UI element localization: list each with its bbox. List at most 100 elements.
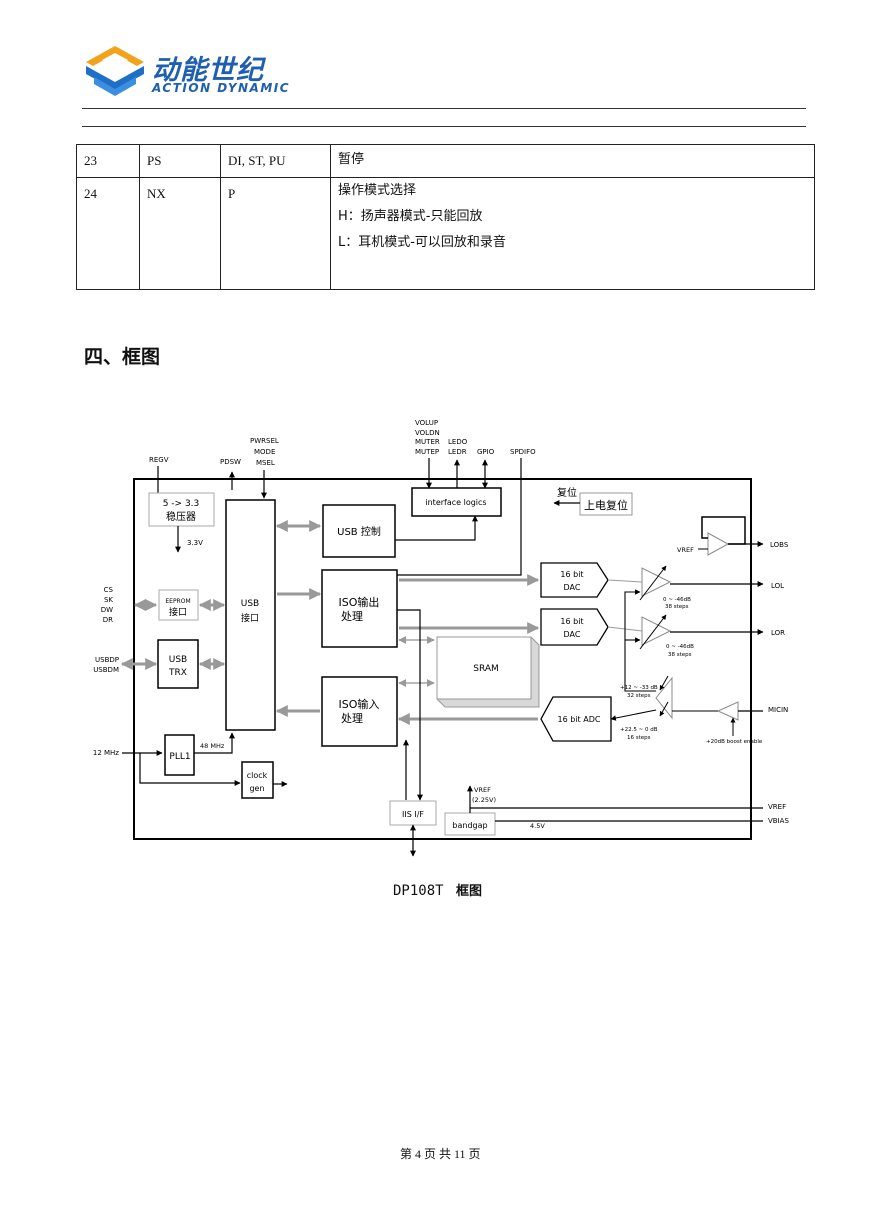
lol-gain-label-1: 0 ~ -46dB — [663, 597, 691, 603]
pin-label-micin: MICIN — [768, 706, 788, 714]
pin-label-ledr: LEDR — [448, 448, 467, 456]
clock-gen-label-1: clock — [247, 771, 268, 780]
pin-label-mode: MODE — [254, 448, 275, 456]
pin-label-gpio: GPIO — [477, 448, 495, 456]
iis-interface-label: IIS I/F — [402, 810, 424, 819]
pin-label-cs: CS — [104, 586, 114, 594]
description-line: L：耳机模式-可以回放和录音 — [338, 235, 506, 250]
pin-label-vref: VREF — [768, 803, 786, 811]
iso-output-label-2: 处理 — [341, 610, 363, 623]
pin-label-pwrsel: PWRSEL — [250, 437, 279, 445]
pin-label-spdifo: SPDIFO — [510, 448, 536, 456]
adc-block — [540, 696, 612, 742]
caption-text: 框图 — [456, 884, 483, 899]
usb-interface-block — [225, 499, 276, 731]
dac1-block — [540, 562, 609, 598]
usb-trx-block — [157, 639, 199, 689]
record-gain-label-2: 32 steps — [627, 693, 651, 699]
vref-out-label-2: (2.25V) — [472, 796, 496, 804]
pll-label: PLL1 — [169, 752, 190, 762]
dac1-label-1: 16 bit — [560, 570, 583, 579]
lol-gain-label-2: 38 steps — [665, 604, 689, 610]
sram-block — [436, 636, 532, 700]
regulator-block — [148, 492, 215, 527]
diagram-caption: DP108T 框图 — [393, 880, 482, 899]
dac2-label-2: DAC — [564, 630, 581, 639]
lobs-buffer-icon — [707, 532, 730, 556]
bandgap-label: bandgap — [452, 821, 487, 830]
lor-gain-label-1: 0 ~ -46dB — [666, 644, 694, 650]
interface-logics-label: interface logics — [425, 498, 486, 507]
pin-description: 操作模式选择 H：扬声器模式-只能回放 L：耳机模式-可以回放和录音 — [330, 177, 815, 290]
iso-input-label-1: ISO输入 — [339, 697, 380, 711]
eeprom-label-1: EEPROM — [165, 598, 190, 605]
adc-label: 16 bit ADC — [558, 715, 601, 724]
usb-trx-label-2: TRX — [168, 668, 187, 678]
pin-label-dw: DW — [101, 606, 113, 614]
pin-label-ledo: LEDO — [448, 438, 468, 446]
adc-gain-label-2: 16 steps — [627, 735, 651, 741]
caption-model: DP108T — [393, 883, 444, 899]
pin-label-usbdm: USBDM — [93, 666, 119, 674]
pin-label-mutep: MUTEP — [415, 448, 439, 456]
pll-48mhz-label: 48 MHz — [200, 742, 225, 750]
pll-block — [164, 734, 195, 776]
dac2-block — [540, 608, 609, 646]
header-rule-top — [82, 108, 806, 109]
pin-name: NX — [139, 177, 221, 290]
clock-gen-block — [241, 761, 274, 799]
table-row: 24 NX P 操作模式选择 H：扬声器模式-只能回放 L：耳机模式-可以回放和… — [76, 177, 815, 290]
pin-label-usbdp: USBDP — [95, 656, 119, 664]
power-on-reset-label: 上电复位 — [584, 498, 628, 512]
pin-label-sk: SK — [104, 596, 113, 604]
pin-table: 23 PS DI, ST, PU 暂停 24 NX P 操作模式选择 H：扬声器… — [76, 144, 815, 290]
company-logo: 动能世纪 ACTION DYNAMIC — [82, 44, 322, 104]
regulator-label-2: 稳压器 — [166, 510, 196, 523]
mic-amp-icon — [716, 701, 739, 721]
logo-chinese-name: 动能世纪 — [152, 55, 264, 86]
table-row: 23 PS DI, ST, PU 暂停 — [76, 144, 815, 178]
iso-output-label-1: ISO输出 — [339, 595, 380, 609]
iso-input-label-2: 处理 — [341, 712, 363, 725]
usb-interface-label-1: USB — [241, 599, 259, 609]
sram-label: SRAM — [473, 664, 499, 674]
dac2-label-1: 16 bit — [560, 617, 583, 626]
usb-control-label: USB 控制 — [337, 525, 381, 538]
usb-trx-label-1: USB — [169, 655, 187, 665]
page-number: 第 4 页 共 11 页 — [400, 1147, 481, 1161]
eeprom-label-2: 接口 — [169, 606, 187, 618]
logo-english-name: ACTION DYNAMIC — [152, 81, 291, 95]
pin-label-regv: REGV — [149, 456, 169, 464]
eeprom-block — [158, 589, 199, 621]
voltage-4v5-label: 4.5V — [530, 822, 545, 830]
usb-control-block — [322, 504, 396, 558]
voltage-3v3-label: 3.3V — [187, 539, 203, 547]
description-line: 操作模式选择 — [338, 183, 417, 198]
iso-input-block — [321, 676, 398, 747]
adc-gain-label-1: +22.5 ~ 0 dB — [620, 727, 658, 733]
clock-gen-label-2: gen — [249, 784, 264, 793]
pin-label-lor: LOR — [771, 629, 785, 637]
pin-label-pdsw: PDSW — [220, 458, 241, 466]
vref-buffer-label: VREF — [677, 546, 694, 554]
lor-gain-label-2: 38 steps — [668, 652, 692, 658]
header-rule-bottom — [82, 126, 806, 127]
pin-number: 24 — [76, 177, 140, 290]
pin-label-muter: MUTER — [415, 438, 440, 446]
logo-mark-icon — [86, 46, 144, 96]
pin-label-dr: DR — [103, 616, 113, 624]
pin-label-12mhz: 12 MHz — [93, 749, 119, 757]
interface-logics-block — [411, 487, 502, 517]
pin-label-volup: VOLUP — [415, 419, 438, 427]
pin-label-lol: LOL — [771, 582, 784, 590]
pin-type: DI, ST, PU — [220, 144, 331, 178]
usb-interface-label-2: 接口 — [241, 612, 259, 624]
description-line: 暂停 — [338, 152, 365, 167]
pin-label-lobs: LOBS — [770, 541, 789, 549]
pin-label-voldn: VOLDN — [415, 429, 440, 437]
pin-label-msel: MSEL — [256, 459, 275, 467]
vref-out-label-1: VREF — [474, 786, 491, 794]
pin-label-vbias: VBIAS — [768, 817, 789, 825]
mic-boost-label: +20dB boost enable — [706, 739, 763, 745]
